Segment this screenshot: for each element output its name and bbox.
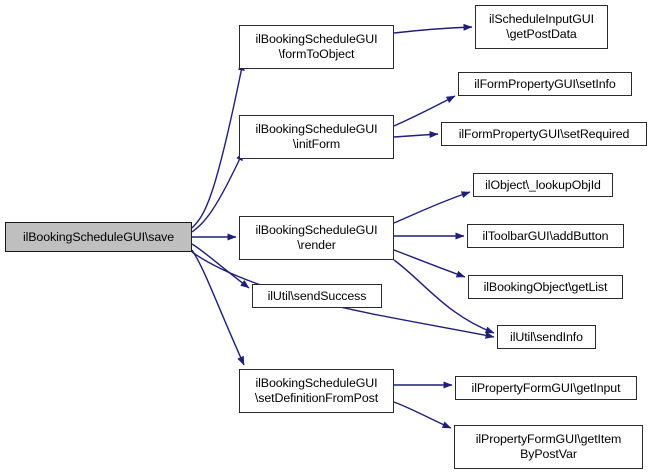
graph-node-label: ilBookingScheduleGUI\save: [22, 229, 175, 244]
graph-node-addButton[interactable]: ilToolbarGUI\addButton: [467, 224, 624, 248]
graph-node-label: ilFormPropertyGUI\setInfo: [474, 76, 616, 91]
graph-node-render[interactable]: ilBookingScheduleGUI \render: [239, 216, 394, 260]
graph-node-setDefFrom[interactable]: ilBookingScheduleGUI \setDefinitionFromP…: [239, 369, 394, 413]
graph-node-label: ilFormPropertyGUI\setRequired: [458, 126, 630, 141]
graph-node-label: ilUtil\sendInfo: [510, 329, 583, 344]
graph-node-lookupObjId[interactable]: ilObject\_lookupObjId: [473, 173, 613, 197]
edge-render-to-lookupObjId: [393, 191, 471, 224]
edge-render-to-getList: [393, 249, 466, 278]
graph-node-sendInfo[interactable]: ilUtil\sendInfo: [497, 325, 596, 349]
graph-node-label: ilBookingScheduleGUI \formToObject: [255, 32, 378, 61]
edge-save-to-initForm: [191, 151, 244, 233]
graph-node-label: ilBookingObject\getList: [483, 279, 608, 294]
edge-formToObject-to-getPostData: [393, 23, 473, 34]
graph-node-setInfo[interactable]: ilFormPropertyGUI\setInfo: [458, 72, 632, 96]
graph-node-label: ilBookingScheduleGUI \setDefinitionFromP…: [254, 376, 379, 405]
graph-node-save[interactable]: ilBookingScheduleGUI\save: [5, 222, 192, 252]
graph-node-setRequired[interactable]: ilFormPropertyGUI\setRequired: [441, 122, 647, 146]
graph-node-label: ilPropertyFormGUI\getInput: [471, 380, 621, 395]
graph-node-getList[interactable]: ilBookingObject\getList: [468, 275, 623, 299]
graph-node-label: ilScheduleInputGUI \getPostData: [489, 12, 594, 41]
graph-node-initForm[interactable]: ilBookingScheduleGUI \initForm: [239, 115, 394, 159]
graph-node-label: ilBookingScheduleGUI \initForm: [255, 122, 378, 151]
graph-node-getPostData[interactable]: ilScheduleInputGUI \getPostData: [475, 5, 608, 49]
graph-node-formToObject[interactable]: ilBookingScheduleGUI \formToObject: [239, 25, 394, 69]
edge-save-to-formToObject: [191, 61, 245, 229]
graph-node-label: ilUtil\sendSuccess: [267, 288, 367, 303]
graph-node-label: ilToolbarGUI\addButton: [482, 228, 609, 243]
graph-node-getInput[interactable]: ilPropertyFormGUI\getInput: [455, 376, 637, 400]
graph-node-label: ilObject\_lookupObjId: [485, 177, 601, 192]
edge-initForm-to-setRequired: [393, 131, 439, 139]
graph-node-getItemByPostVar[interactable]: ilPropertyFormGUI\getItem ByPostVar: [454, 425, 643, 469]
graph-node-sendSuccess[interactable]: ilUtil\sendSuccess: [252, 284, 382, 308]
edge-setDefinitionFromPost-to-getItemByPostVar: [393, 401, 452, 429]
graph-node-label: ilBookingScheduleGUI \render: [255, 223, 378, 252]
graph-node-label: ilPropertyFormGUI\getItem ByPostVar: [475, 432, 622, 461]
edge-save-to-setDefinitionFromPost: [191, 249, 245, 366]
